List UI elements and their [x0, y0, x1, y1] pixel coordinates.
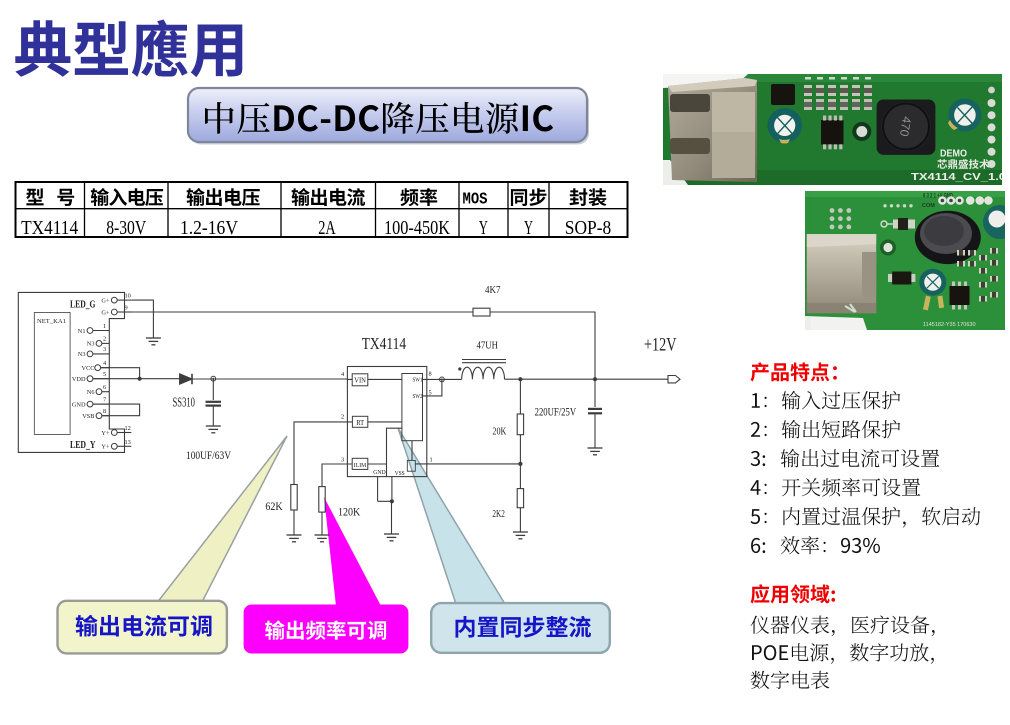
- svg-text:220UF/25V: 220UF/25V: [535, 407, 577, 419]
- svg-text:2A: 2A: [318, 217, 336, 239]
- svg-text:470: 470: [897, 115, 914, 137]
- svg-text:COM: COM: [922, 203, 935, 209]
- svg-text:4K7: 4K7: [485, 285, 501, 296]
- svg-text:LED_Y: LED_Y: [70, 439, 96, 451]
- svg-text:Y: Y: [479, 217, 488, 239]
- svg-text:2: 2: [341, 414, 344, 421]
- svg-text:ILIM: ILIM: [354, 462, 367, 469]
- svg-text:MOS: MOS: [463, 191, 488, 210]
- svg-text:SW2: SW2: [413, 394, 423, 400]
- svg-text:SW1: SW1: [413, 378, 423, 384]
- svg-text:SS310: SS310: [173, 395, 196, 410]
- svg-text:8-30V: 8-30V: [106, 217, 146, 239]
- svg-text:5: 5: [429, 390, 432, 397]
- svg-text:4: 4: [341, 371, 345, 378]
- svg-text:+12V: +12V: [644, 335, 677, 356]
- svg-text:5: 5: [103, 371, 106, 378]
- svg-text:SOP-8: SOP-8: [565, 217, 612, 239]
- svg-text:TX4114: TX4114: [21, 217, 78, 239]
- svg-text:12: 12: [125, 425, 131, 432]
- svg-text:VCC: VCC: [82, 365, 95, 372]
- svg-text:120K: 120K: [338, 505, 361, 519]
- svg-text:6: 6: [103, 384, 106, 391]
- svg-text:100-450K: 100-450K: [384, 217, 450, 239]
- svg-text:N6: N6: [87, 389, 95, 396]
- svg-text:N3: N3: [78, 351, 86, 358]
- svg-text:N3: N3: [87, 341, 95, 348]
- svg-text:VIN: VIN: [354, 377, 366, 385]
- svg-text:LED_G: LED_G: [70, 299, 96, 311]
- svg-text:Y+: Y+: [101, 444, 110, 451]
- svg-text:1: 1: [103, 323, 106, 330]
- svg-text:3: 3: [103, 346, 106, 353]
- svg-text:NET_KA1: NET_KA1: [37, 318, 66, 325]
- svg-text:6 3 2 1 +V GND: 6 3 2 1 +V GND: [923, 193, 953, 200]
- svg-text:1: 1: [430, 457, 433, 464]
- svg-text:13: 13: [125, 439, 131, 446]
- svg-text:8: 8: [429, 371, 432, 378]
- svg-text:VSB: VSB: [82, 413, 94, 420]
- svg-text:VDD: VDD: [72, 376, 86, 383]
- svg-text:62K: 62K: [265, 499, 283, 513]
- svg-text:G+: G+: [101, 297, 110, 304]
- svg-text:G+: G+: [101, 310, 110, 317]
- svg-text:2: 2: [103, 336, 106, 343]
- svg-text:47UH: 47UH: [477, 340, 499, 352]
- svg-text:GND: GND: [373, 469, 386, 476]
- svg-text:Y+: Y+: [101, 430, 110, 437]
- svg-text:9: 9: [125, 305, 128, 312]
- svg-text:1.2-16V: 1.2-16V: [180, 217, 238, 239]
- svg-text:TX4114: TX4114: [362, 334, 407, 353]
- svg-text:8: 8: [103, 408, 106, 415]
- svg-text:7: 7: [103, 396, 106, 403]
- svg-text:VSS: VSS: [395, 470, 405, 477]
- svg-text:RT: RT: [356, 419, 365, 427]
- svg-text:GND: GND: [72, 401, 86, 408]
- svg-text:DEMO: DEMO: [940, 149, 967, 160]
- svg-text:10: 10: [125, 293, 131, 300]
- svg-text:20K: 20K: [492, 426, 506, 438]
- svg-text:3: 3: [341, 457, 344, 464]
- svg-text:100UF/63V: 100UF/63V: [186, 450, 232, 462]
- svg-text:TX4114_CV_1.0: TX4114_CV_1.0: [911, 171, 1006, 183]
- svg-text:1145182-Y35 170630: 1145182-Y35 170630: [923, 322, 976, 328]
- svg-text:N1: N1: [78, 328, 86, 335]
- svg-text:Y: Y: [524, 217, 533, 239]
- svg-text:2K2: 2K2: [492, 508, 505, 520]
- svg-text:4: 4: [103, 360, 107, 367]
